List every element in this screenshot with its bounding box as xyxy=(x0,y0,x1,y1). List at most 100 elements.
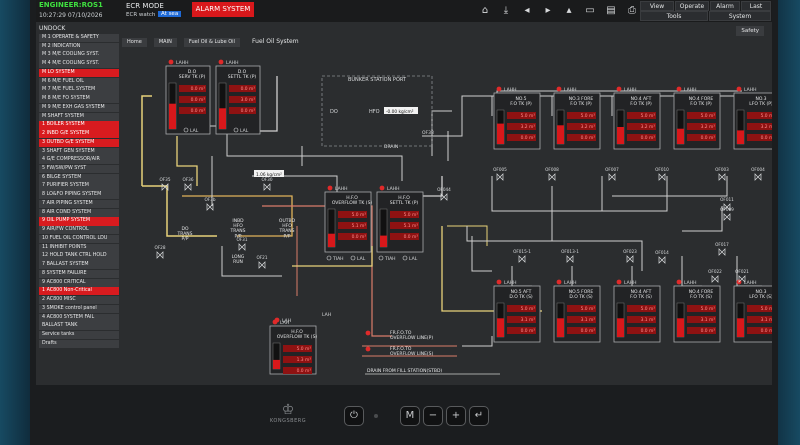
valve[interactable]: OF008 xyxy=(545,167,559,181)
valve[interactable]: OF022 xyxy=(708,269,722,283)
menu-operate[interactable]: Operate xyxy=(675,1,709,11)
nav-item[interactable]: 2 INBD G/E SYSTEM xyxy=(39,130,119,139)
valve[interactable]: OF35 xyxy=(159,177,171,191)
nav-item[interactable]: 4 G/E COMPRESSOR/AIR xyxy=(39,156,119,165)
breadcrumb-home[interactable]: Home xyxy=(122,38,147,47)
nav-item[interactable]: 3 OUTBD G/E SYSTEM xyxy=(39,138,119,147)
valve[interactable]: OF28 xyxy=(154,245,166,259)
nav-item[interactable]: M 1 OPERATE & SAFETY xyxy=(39,34,119,43)
nav-item[interactable]: 7 BALLAST SYSTEM xyxy=(39,261,119,270)
plus-hw-button[interactable]: + xyxy=(446,406,466,426)
alarm-system-button[interactable]: ALARM SYSTEM xyxy=(192,2,254,17)
valve[interactable]: OF023 xyxy=(623,249,637,263)
valve[interactable]: OF015-1 xyxy=(513,249,531,263)
nav-item[interactable]: 9 AC800 CRITICAL xyxy=(39,278,119,287)
print-icon[interactable]: ⎙ xyxy=(628,5,636,16)
nav-item[interactable]: M 2 INDICATION xyxy=(39,42,119,51)
nav-item[interactable]: M LO SYSTEM xyxy=(39,68,119,78)
nav-item[interactable]: M 8 M/E FO SYSTEM xyxy=(39,95,119,104)
menu-system[interactable]: System xyxy=(709,11,771,21)
nav-item[interactable]: 2 AC800 MISC xyxy=(39,296,119,305)
minus-hw-button[interactable]: − xyxy=(423,406,443,426)
nav-item[interactable]: M 9 M/E EXH GAS SYSTEM xyxy=(39,103,119,113)
menu-last[interactable]: Last xyxy=(741,1,771,11)
nav-item[interactable]: Drafts xyxy=(39,339,119,348)
nav-item[interactable]: 4 AC800 SYSTEM FAIL xyxy=(39,313,119,322)
engineer-status[interactable]: ENGINEER:ROS1 10:27:29 07/10/2026 xyxy=(36,0,118,22)
nav-item[interactable]: 3 SMOKE control panel xyxy=(39,304,119,313)
nav-item[interactable]: Service tanks xyxy=(39,330,119,340)
menu-hw-button[interactable]: M xyxy=(400,406,420,426)
nav-item[interactable]: 9 OIL PUMP SYSTEM xyxy=(39,217,119,226)
split-icon[interactable]: ▤ xyxy=(606,5,616,16)
screen-icon[interactable]: ▭ xyxy=(585,5,595,16)
nav-item[interactable]: 1 BOILER SYSTEM xyxy=(39,121,119,130)
nav-item[interactable]: 12 HOLD TANK CTRL HOLD xyxy=(39,252,119,261)
valve[interactable]: OF014 xyxy=(655,250,669,264)
nav-item[interactable]: M 4 M/E COOLING SYST. xyxy=(39,60,119,69)
valve[interactable]: OF30 xyxy=(261,177,273,191)
up-icon[interactable]: ▴ xyxy=(566,5,572,16)
breadcrumb-main[interactable]: MAIN xyxy=(153,38,177,47)
nav-item[interactable]: M SHAFT SYSTEM xyxy=(39,112,119,121)
nav-item[interactable]: 9 AIR/FW CONTROL xyxy=(39,226,119,235)
menu-view[interactable]: View xyxy=(640,1,674,11)
valve[interactable]: OF004 xyxy=(751,167,765,181)
safety-button[interactable]: Safety xyxy=(736,26,764,36)
download-icon[interactable]: ⤓ xyxy=(503,5,509,16)
nav-item[interactable]: BALLAST TANK xyxy=(39,322,119,331)
enter-hw-button[interactable]: ↵ xyxy=(469,406,489,426)
valve[interactable]: OF3b xyxy=(204,197,216,211)
valve[interactable]: OF36 xyxy=(182,177,194,191)
valve[interactable]: OF013-1 xyxy=(561,249,579,263)
nav-item[interactable]: 7 PURIFIER SYSTEM xyxy=(39,182,119,191)
nav-item[interactable]: 5 FW/SW/PW SYST xyxy=(39,165,119,174)
nav-item[interactable]: 8 AIR COND SYSTEM xyxy=(39,208,119,217)
valve[interactable]: OF010 xyxy=(655,167,669,181)
home-icon[interactable]: ⌂ xyxy=(481,5,489,16)
valve[interactable]: OF011 xyxy=(720,197,734,211)
menu-tools[interactable]: Tools xyxy=(640,11,708,21)
valve[interactable]: OF017 xyxy=(715,242,729,256)
nav-item[interactable]: 8 SYSTEM FAILURE xyxy=(39,269,119,279)
nav-item[interactable]: 11 INHIBIT POINTS xyxy=(39,243,119,252)
nav-item[interactable]: 10 FUEL OIL CONTROL LDU xyxy=(39,234,119,244)
power-button[interactable]: ⏻ xyxy=(344,406,364,426)
undock-label[interactable]: UNDOCK xyxy=(39,25,66,32)
nav-item[interactable]: 7 AIR PIPING SYSTEM xyxy=(39,199,119,209)
valve[interactable]: OF003 xyxy=(715,167,729,181)
back-icon[interactable]: ◂ xyxy=(524,5,530,16)
valve[interactable]: OF021 xyxy=(735,269,749,283)
nav-item[interactable]: M 7 M/E FUEL SYSTEM xyxy=(39,86,119,95)
breadcrumb-fuel-lube[interactable]: Fuel Oil & Lube Oil xyxy=(183,38,240,47)
valve[interactable]: OF005 xyxy=(493,167,507,181)
nav-item[interactable]: 1 AC800 Non-Critical xyxy=(39,287,119,296)
nav-item[interactable]: 3 SHAFT GEN SYSTEM xyxy=(39,147,119,156)
valve[interactable]: OF21 xyxy=(256,255,268,269)
valve[interactable]: OF044 xyxy=(437,187,451,201)
valve[interactable]: OF007 xyxy=(605,167,619,181)
valve[interactable]: OF009 xyxy=(720,207,734,221)
nav-item[interactable]: M 3 M/E COOLING SYST. xyxy=(39,51,119,60)
nav-item[interactable]: M 6 M/E FUEL OIL xyxy=(39,77,119,86)
menu-alarm[interactable]: Alarm xyxy=(710,1,740,11)
nav-item[interactable]: 8 LO&FO PIPING SYSTEM xyxy=(39,191,119,200)
ecr-mode[interactable]: ECR MODE ECR watch At sea xyxy=(120,0,190,22)
valve[interactable]: OF31 xyxy=(236,237,248,251)
forward-icon[interactable]: ▸ xyxy=(545,5,551,16)
